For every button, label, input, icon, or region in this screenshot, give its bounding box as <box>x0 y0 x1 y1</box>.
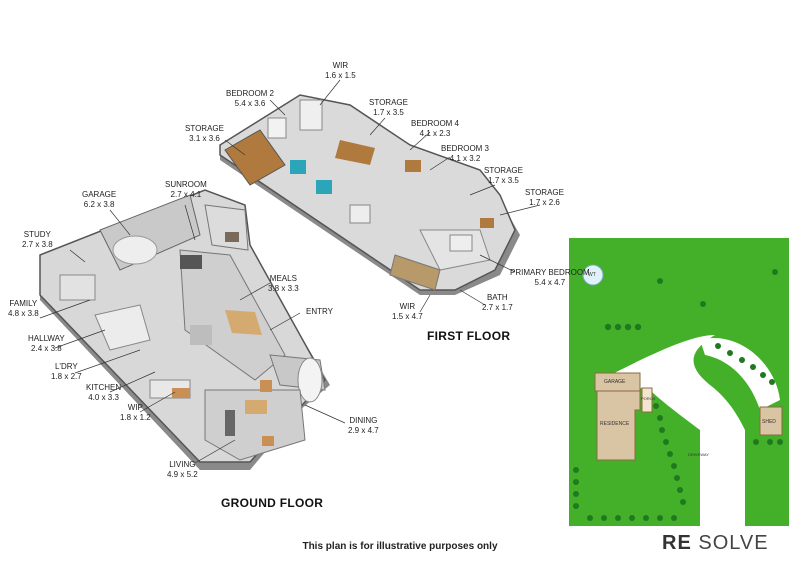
disclaimer-text: This plan is for illustrative purposes o… <box>302 541 498 552</box>
ground-floor-title: GROUND FLOOR <box>221 496 324 510</box>
ground-floor-plan <box>39 189 330 470</box>
site-label-driveway: DRIVEWAY <box>688 452 709 457</box>
first-floor-plan <box>219 94 520 295</box>
shed <box>759 406 783 436</box>
site-plan <box>569 238 789 526</box>
site-label-shed: SHED <box>762 419 776 425</box>
tree-row-icons <box>573 269 783 521</box>
water-tank-icon <box>582 264 604 286</box>
first-floor-title: FIRST FLOOR <box>427 329 511 343</box>
room-label-entry: ENTRY <box>306 307 333 316</box>
residence-building <box>596 390 641 461</box>
site-label-garage: GARAGE <box>604 379 626 385</box>
leader-lines <box>39 79 541 464</box>
site-label-water-tank: WT <box>588 272 596 278</box>
brand-logo: RE SOLVE <box>662 532 769 554</box>
porch <box>641 387 653 413</box>
site-label-residence: RESIDENCE <box>600 421 630 427</box>
site-label-porch: PORCH <box>641 396 656 401</box>
